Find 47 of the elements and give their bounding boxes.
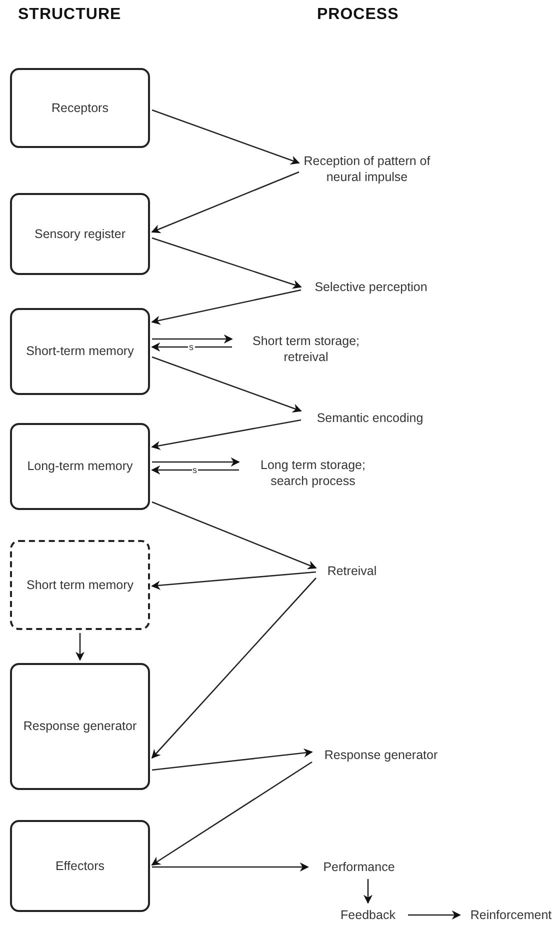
- arrow: [151, 571, 316, 590]
- arrow: [152, 109, 300, 164]
- process-label: Short term storage; retreival: [236, 332, 376, 366]
- process-label: Response generator: [316, 746, 446, 764]
- process-box: [10, 423, 150, 510]
- arrow: [151, 342, 232, 352]
- process-box: [10, 308, 150, 395]
- arrow: [363, 879, 373, 904]
- arrow: [152, 457, 240, 467]
- arrow: [152, 501, 317, 570]
- arrow: [152, 862, 309, 872]
- process-label: Reception of pattern of neural impulse: [303, 152, 431, 186]
- box-label: Short-term memory: [26, 343, 134, 360]
- arrow: [152, 334, 233, 344]
- arrow: [152, 356, 302, 412]
- arrow: [151, 761, 312, 866]
- process-label: Semantic encoding: [305, 409, 435, 427]
- box-label: Response generator: [23, 718, 137, 735]
- box-label: Effectors: [55, 858, 105, 874]
- process-label: Performance: [312, 858, 406, 876]
- process-label: Retreival: [320, 562, 384, 580]
- process-box: [10, 820, 150, 912]
- box-label: Sensory register: [34, 226, 126, 242]
- arrow: [151, 578, 316, 759]
- process-label: Selective perception: [305, 278, 437, 296]
- edge-label: s: [192, 466, 198, 475]
- box-label: Short term memory: [26, 576, 134, 594]
- process-box: [10, 663, 150, 790]
- dashed-process-box: [10, 540, 150, 630]
- arrow: [151, 289, 302, 325]
- process-box: [10, 68, 150, 148]
- column-heading: PROCESS: [317, 6, 399, 24]
- arrow: [151, 419, 302, 450]
- box-label: Long-term memory: [27, 458, 133, 475]
- process-label: Feedback: [330, 906, 406, 924]
- edge-label: s: [188, 343, 194, 352]
- arrow: [151, 171, 300, 234]
- arrow: [152, 237, 302, 289]
- process-label: Long term storage; search process: [243, 456, 383, 490]
- arrow: [408, 910, 461, 920]
- arrow: [152, 748, 313, 771]
- column-heading: STRUCTURE: [18, 6, 122, 24]
- process-box: [10, 193, 150, 275]
- box-label: Receptors: [52, 100, 108, 116]
- process-label: Reinforcement: [464, 906, 558, 924]
- arrow: [151, 465, 239, 475]
- arrow: [75, 633, 85, 661]
